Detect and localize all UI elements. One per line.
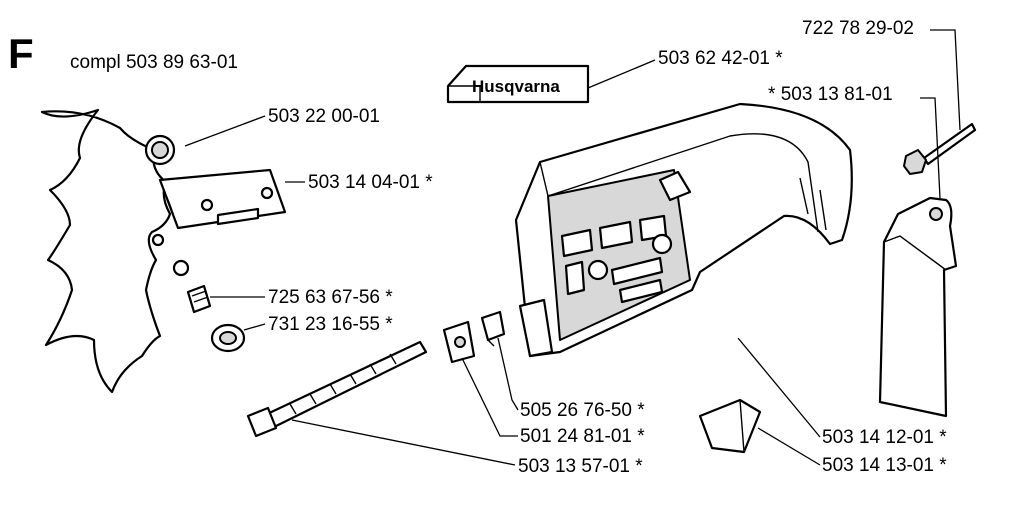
husqvarna-logo-text: Husqvarna <box>472 77 560 96</box>
part-label-731-23-16-55: 731 23 16-55 * <box>268 314 393 335</box>
adjusting-screw-drawing <box>246 340 428 438</box>
nut-drawing <box>210 323 246 353</box>
part-label-725-63-67-56: 725 63 67-56 * <box>268 287 393 308</box>
part-label-503-22-00-01: 503 22 00-01 <box>268 106 380 127</box>
part-label-505-26-76-50: 505 26 76-50 * <box>520 400 645 421</box>
clutch-cover-drawing <box>514 102 853 358</box>
bar-nut-drawing <box>144 134 176 166</box>
adjuster-pin-drawing <box>480 310 506 347</box>
adjuster-plate-drawing <box>158 168 287 230</box>
part-label-503-62-42-01: 503 62 42-01 * <box>658 48 783 69</box>
cover-screw-drawing <box>903 122 977 175</box>
section-letter: F <box>8 30 34 77</box>
part-label-503-14-13-01: 503 14 13-01 * <box>822 455 947 476</box>
part-label-503-13-57-01: 503 13 57-01 * <box>518 456 643 477</box>
wedge-drawing <box>698 398 762 454</box>
part-label-722-78-29-02: 722 78 29-02 <box>802 18 914 39</box>
assembly-label: compl 503 89 63-01 <box>70 52 238 73</box>
part-labels: 503 62 42-01 * 722 78 29-02 * 503 13 81-… <box>268 18 947 477</box>
part-label-503-14-12-01: 503 14 12-01 * <box>822 427 947 448</box>
part-label-503-14-04-01: 503 14 04-01 * <box>308 172 433 193</box>
spring-drawing <box>186 284 212 314</box>
husqvarna-decal: Husqvarna <box>446 64 590 104</box>
part-label-503-13-81-01: * 503 13 81-01 <box>768 84 893 105</box>
chain-guard-plate-drawing <box>878 196 958 418</box>
part-label-501-24-81-01: 501 24 81-01 * <box>520 426 645 447</box>
leader-lines <box>184 29 961 466</box>
washer-plate-drawing <box>442 320 476 364</box>
